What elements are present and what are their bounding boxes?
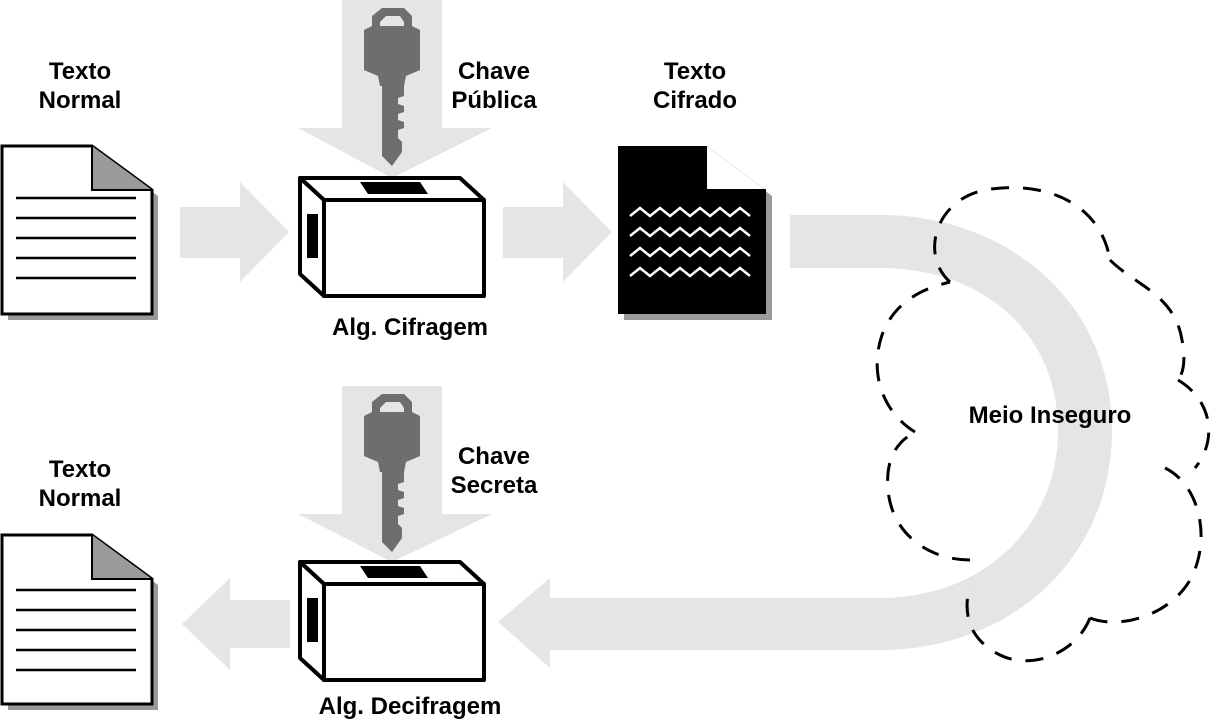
decrypt-box-icon [298,560,486,682]
arrow-decipher-to-plaintext [182,578,290,670]
ciphertext-line2: Cifrado [653,87,737,114]
ciphertext-label: Texto Cifrado [630,57,760,115]
insecure-medium-label: Meio Inseguro [968,402,1132,429]
plaintext-top-line2: Normal [38,87,122,114]
public-key-line1: Chave [457,58,531,85]
public-key-label: Chave Pública [436,57,552,115]
secret-key-label: Chave Secreta [436,442,552,500]
secret-key-line1: Chave [457,443,531,470]
secret-key-line2: Secreta [450,472,538,499]
encrypt-box-icon [298,176,486,298]
plaintext-top-line1: Texto [48,58,112,85]
plaintext-bottom-line1: Texto [48,456,112,483]
plaintext-bottom-label: Texto Normal [20,455,140,513]
plaintext-document-icon-bottom [0,533,158,710]
decrypt-algorithm-label: Alg. Decifragem [318,693,502,720]
arrow-cipher-to-ciphertext [503,182,612,282]
arrow-insecure-channel-loop [498,215,1112,668]
plaintext-document-icon-top [0,144,158,320]
insecure-medium-cloud [875,186,1211,663]
plaintext-top-label: Texto Normal [20,57,140,115]
plaintext-bottom-line2: Normal [38,485,122,512]
arrow-plaintext-to-cipher [180,182,289,282]
ciphertext-line1: Texto [663,58,727,85]
encrypt-algorithm-label: Alg. Cifragem [331,314,489,341]
public-key-line2: Pública [451,87,537,114]
ciphertext-document-icon [618,146,772,320]
